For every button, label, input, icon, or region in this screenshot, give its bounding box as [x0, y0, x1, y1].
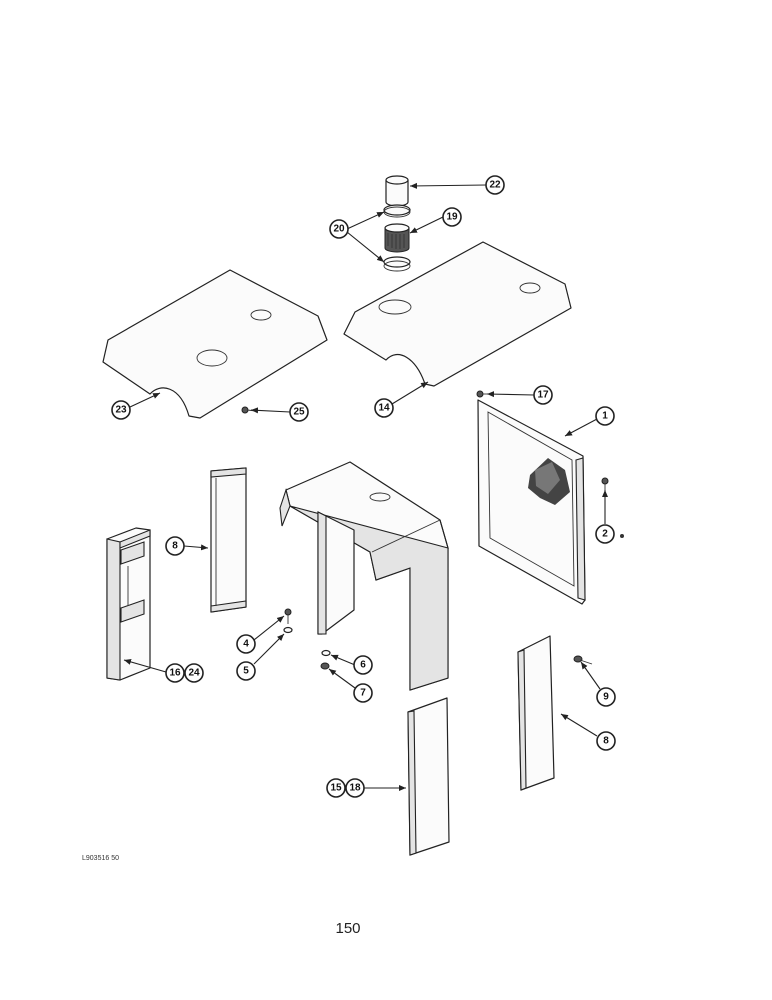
svg-text:15: 15: [330, 783, 342, 794]
callout-1: 1: [595, 406, 615, 426]
svg-text:4: 4: [243, 639, 249, 650]
callout-19: 19: [442, 207, 462, 227]
svg-text:9: 9: [603, 692, 609, 703]
svg-text:25: 25: [293, 407, 305, 418]
callout-15: 15: [326, 778, 346, 798]
part-side-plate-upper: [210, 467, 247, 613]
svg-text:8: 8: [172, 541, 178, 552]
fastener-bolt-4: [284, 608, 292, 624]
callout-25: 25: [289, 402, 309, 422]
part-side-plate-lower: [517, 635, 555, 791]
fastener-nut-7: [320, 662, 330, 670]
svg-text:16: 16: [169, 668, 181, 679]
svg-text:8: 8: [603, 736, 609, 747]
fastener-washer-6: [321, 649, 331, 657]
callout-22: 23: [111, 400, 131, 420]
svg-text:7: 7: [360, 688, 366, 699]
svg-text:18: 18: [349, 783, 361, 794]
callout-14: 14: [374, 398, 394, 418]
callout-5: 5: [236, 661, 256, 681]
callout-8-lower: 8: [596, 731, 616, 751]
svg-text:20: 20: [333, 224, 345, 235]
svg-text:5: 5: [243, 666, 249, 677]
callout-2: 2: [595, 524, 615, 544]
callout-20: 20: [329, 219, 349, 239]
part-sleeve: [384, 223, 410, 253]
leader-lines: [123, 182, 608, 791]
svg-text:17: 17: [537, 390, 549, 401]
part-clamp-lower: [383, 256, 411, 272]
part-side-panel: [477, 399, 586, 605]
page-number: 150: [335, 920, 360, 937]
callout-7: 7: [353, 683, 373, 703]
callout-6: 6: [353, 655, 373, 675]
callout-17: 17: [533, 385, 553, 405]
drawing-id: L903516 50: [82, 855, 119, 862]
part-clamp-upper: [383, 204, 411, 218]
svg-text:14: 14: [378, 403, 390, 414]
part-top-panel-left: [102, 269, 328, 419]
part-bottom-plate: [407, 697, 450, 856]
svg-text:6: 6: [360, 660, 366, 671]
part-cap: [385, 175, 409, 207]
part-frame: [106, 527, 151, 681]
callout-8-upper: 8: [165, 536, 185, 556]
svg-text:19: 19: [446, 212, 458, 223]
svg-text:23: 23: [115, 405, 127, 416]
svg-text:2: 2: [602, 529, 608, 540]
part-shroud: [279, 461, 449, 691]
fastener-bolt-9: [573, 655, 593, 665]
callout-24: 24: [184, 663, 204, 683]
svg-text:22: 22: [489, 180, 501, 191]
svg-text:24: 24: [188, 668, 200, 679]
callout-4: 4: [236, 634, 256, 654]
callout-18: 22: [485, 175, 505, 195]
callout-16: 16: [165, 663, 185, 683]
callout-23: 18: [345, 778, 365, 798]
fastener-washer-5: [283, 626, 293, 634]
part-top-panel-right: [343, 241, 572, 387]
callout-9: 9: [596, 687, 616, 707]
svg-text:1: 1: [602, 411, 608, 422]
